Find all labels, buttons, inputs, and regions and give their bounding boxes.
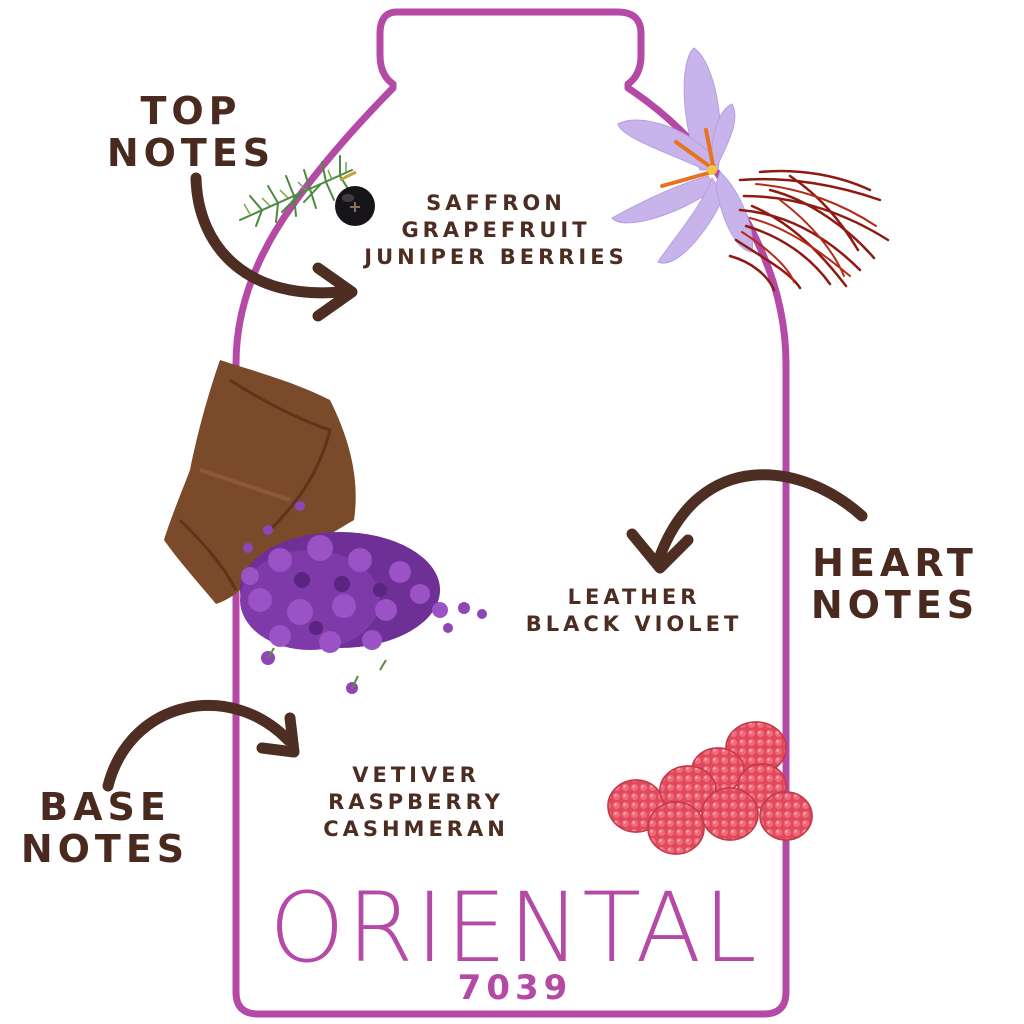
heart-note-item: BLACK VIOLET	[525, 612, 743, 636]
base-note-item: VETIVER	[352, 763, 480, 787]
top-notes-label: TOP NOTES	[106, 90, 276, 174]
base-label-line-1: BASE	[39, 785, 171, 829]
base-label-line-2: NOTES	[20, 827, 190, 871]
heart-notes-label: HEART NOTES	[810, 542, 980, 626]
base-note-item: RASPBERRY	[328, 790, 504, 814]
fragrance-title: ORIENTAL	[269, 872, 759, 984]
top-note-item: GRAPEFRUIT	[401, 218, 591, 242]
top-note-item: JUNIPER BERRIES	[364, 245, 628, 269]
heart-note-item: LEATHER	[567, 585, 701, 609]
top-notes-list: SAFFRON GRAPEFRUIT JUNIPER BERRIES	[340, 190, 652, 271]
base-notes-label: BASE NOTES	[20, 786, 190, 870]
top-note-item: SAFFRON	[426, 191, 566, 215]
fragrance-code: 7039	[457, 968, 573, 1008]
top-label-line-2: NOTES	[106, 131, 276, 175]
base-note-item: CASHMERAN	[323, 817, 509, 841]
heart-label-line-1: HEART	[812, 541, 978, 585]
heart-notes-list: LEATHER BLACK VIOLET	[506, 584, 762, 638]
heart-label-line-2: NOTES	[810, 583, 980, 627]
top-label-line-1: TOP	[140, 89, 242, 133]
base-notes-list: VETIVER RASPBERRY CASHMERAN	[300, 762, 532, 843]
